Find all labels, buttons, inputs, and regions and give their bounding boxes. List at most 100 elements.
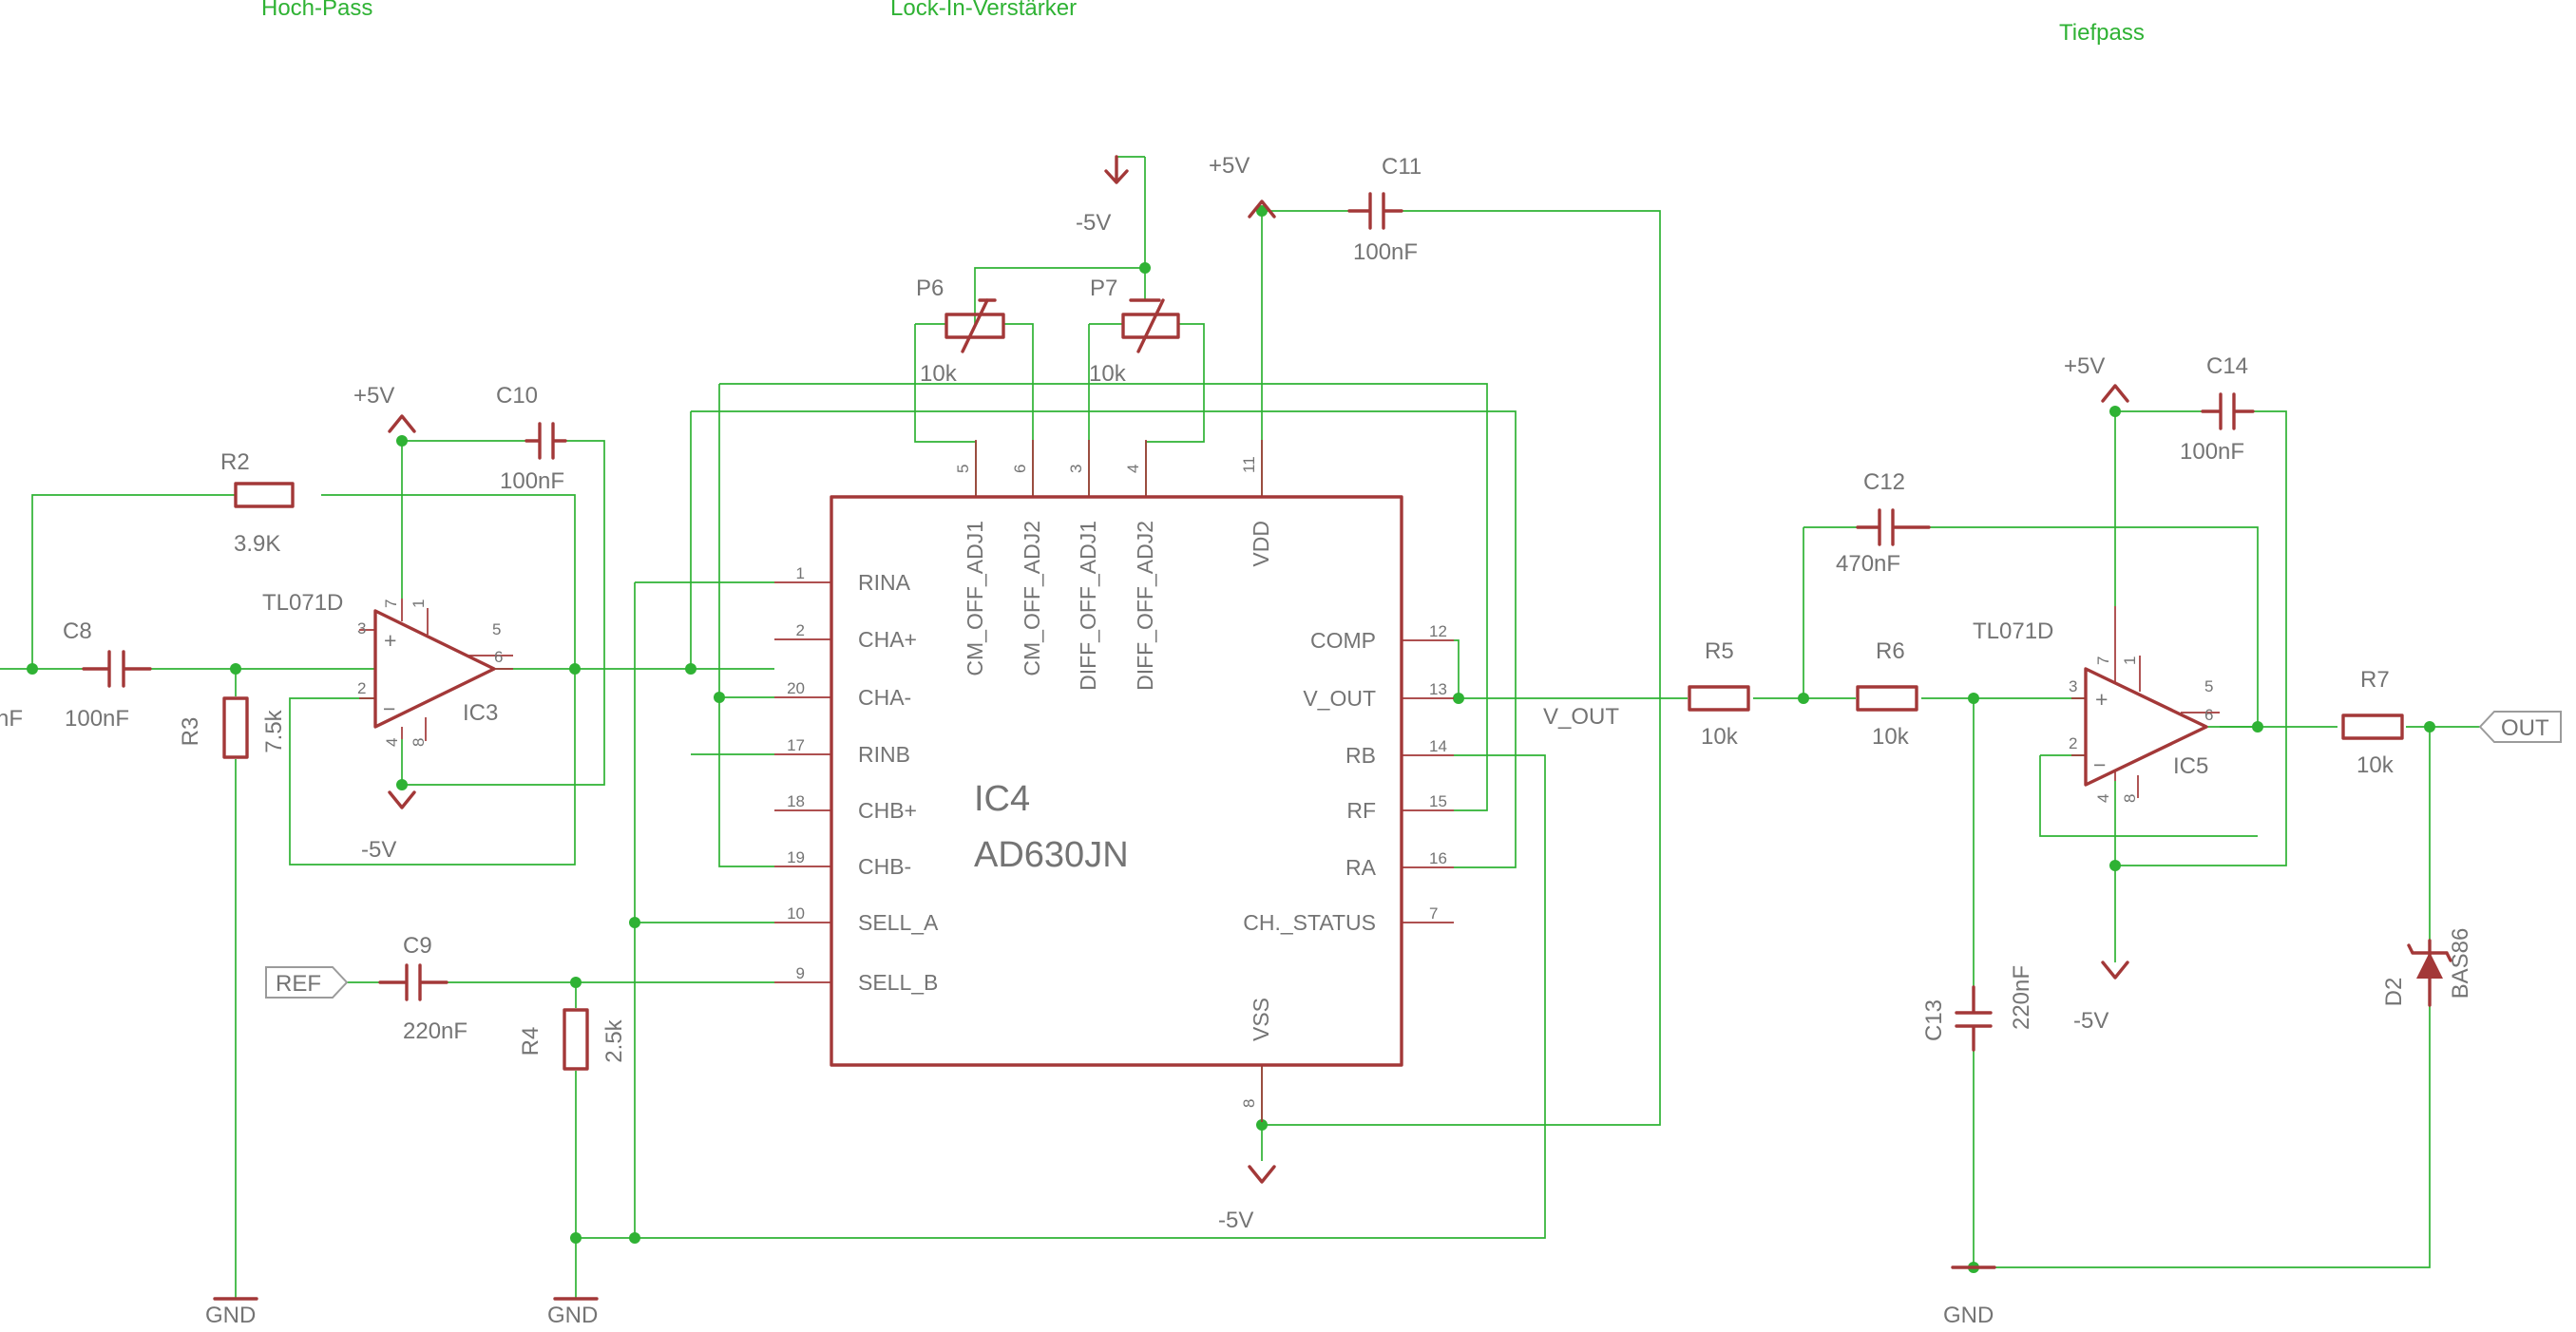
ic4-supply-neg-label: -5V: [1218, 1208, 1253, 1233]
r3-value: 7.5k: [261, 709, 287, 752]
ic3-value: TL071D: [262, 590, 343, 616]
ic3-pin-6: 6: [494, 648, 503, 666]
ic4-supply-pos: +5V: [1209, 153, 1276, 219]
ic5-pin-4: 4: [2094, 794, 2112, 803]
ic4-pin-name-cm-off-adj2: CM_OFF_ADJ2: [1020, 521, 1044, 676]
ic4-pin-num-10: 10: [787, 904, 805, 923]
c8-name: C8: [63, 618, 92, 644]
ic4-pin-name-chb-minus: CHB-: [858, 854, 911, 879]
net-label-v-out: V_OUT: [1543, 704, 1619, 730]
out-port-label: OUT: [2501, 715, 2549, 741]
ic5-pin-3: 3: [2069, 677, 2077, 695]
potentiometer-p6: P6 10k: [916, 276, 1005, 387]
ic4-ad630: IC4 AD630JN 1 RINA 2 CHA+ 20 CHA- 17 RIN…: [774, 440, 1454, 1122]
ic4-pin-name-rb: RB: [1345, 743, 1376, 768]
ic4-pin-num-15: 15: [1429, 792, 1447, 810]
ic3-pin-4: 4: [383, 738, 401, 747]
r5-value: 10k: [1701, 724, 1739, 750]
ic5-pin-5: 5: [2204, 677, 2213, 695]
ic3-name: IC3: [463, 700, 498, 726]
ic4-pin-num-4: 4: [1124, 465, 1142, 473]
pots-supply-neg: -5V: [1076, 155, 1129, 236]
resistor-r2: R2 3.9K: [220, 449, 295, 557]
p7-name: P7: [1090, 276, 1117, 301]
capacitor-c12: C12 470nF: [1836, 469, 1931, 577]
r4-name: R4: [518, 1027, 544, 1056]
c9-name: C9: [403, 933, 432, 959]
c14-value: 100nF: [2180, 439, 2244, 465]
ic4-pin-name-vss: VSS: [1249, 998, 1273, 1041]
ground-c13: GND: [1943, 1265, 1996, 1328]
ic4-pin-name-cm-off-adj1: CM_OFF_ADJ1: [963, 521, 987, 676]
ic5-pin-1: 1: [2121, 656, 2139, 665]
ic4-pin-name-vdd: VDD: [1249, 521, 1273, 567]
wires: [0, 156, 2480, 1299]
ic4-pin-num-13: 13: [1429, 680, 1447, 698]
ic4-pin-num-20: 20: [787, 679, 805, 697]
ic4-pin-name-ch-status: CH._STATUS: [1243, 910, 1376, 935]
r7-name: R7: [2360, 667, 2390, 693]
ic4-pin-num-12: 12: [1429, 622, 1447, 640]
ic4-pin-name-diff-off-adj2: DIFF_OFF_ADJ2: [1133, 521, 1157, 691]
ic4-pin-num-18: 18: [787, 792, 805, 810]
ref-port-label: REF: [276, 971, 321, 997]
ic3-pin-5: 5: [492, 620, 501, 638]
ground-c13-label: GND: [1943, 1303, 1994, 1328]
ic5-pin-6: 6: [2204, 706, 2213, 724]
ic3-pin-1: 1: [410, 599, 428, 608]
ic5-pin-2: 2: [2069, 734, 2077, 752]
ic3-plus-sign: +: [384, 628, 396, 653]
out-port: OUT: [2478, 711, 2562, 743]
ic4-pin-name-comp: COMP: [1310, 628, 1376, 653]
ic4-name: IC4: [974, 779, 1030, 819]
ic4-pin-name-sell-a: SELL_A: [858, 910, 939, 935]
ic5-pin-7: 7: [2094, 656, 2112, 665]
ic4-pin-name-rina: RINA: [858, 570, 911, 595]
ic4-pin-num-6: 6: [1011, 465, 1029, 473]
ic5-pin-8: 8: [2121, 794, 2139, 803]
ic4-pin-name-ra: RA: [1345, 855, 1377, 880]
capacitor-c8: C8 100nF: [63, 618, 152, 732]
ic4-pin-num-11: 11: [1240, 456, 1258, 473]
ic4-pin-num-8: 8: [1240, 1099, 1258, 1108]
ic4-pin-name-rf: RF: [1346, 798, 1376, 823]
left-edge-value: nF: [0, 706, 23, 732]
d2-name: D2: [2381, 978, 2407, 1007]
capacitor-c9: C9 220nF: [378, 933, 467, 1044]
p7-value: 10k: [1089, 361, 1127, 387]
resistor-r6: R6 10k: [1856, 638, 1918, 750]
ground-r4: GND: [547, 1297, 599, 1328]
ground-r3-label: GND: [205, 1303, 256, 1328]
r5-name: R5: [1705, 638, 1734, 664]
resistor-r4: R4 2.5k: [518, 1008, 627, 1071]
resistor-r5: R5 10k: [1688, 638, 1750, 750]
ic3-supply-pos-label: +5V: [353, 383, 394, 409]
ic5-value: TL071D: [1973, 618, 2053, 644]
c13-value: 220nF: [2009, 965, 2034, 1030]
opamp-ic3: + − 3 2 7 1 5 6 4 8 TL071D IC3: [262, 590, 513, 747]
c12-value: 470nF: [1836, 551, 1900, 577]
r7-value: 10k: [2357, 752, 2395, 778]
section-title-lowpass: Tiefpass: [2059, 20, 2145, 46]
ic4-value: AD630JN: [974, 835, 1129, 875]
ic3-pin-7: 7: [382, 599, 400, 608]
opamp-ic5: + − 3 2 7 1 5 6 4 8 TL071D IC5: [1973, 606, 2220, 803]
section-title-highpass: Hoch-Pass: [261, 0, 372, 21]
ic5-plus-sign: +: [2095, 687, 2108, 712]
potentiometer-p7: P7 10k: [1089, 276, 1180, 387]
ic4-pin-name-diff-off-adj1: DIFF_OFF_ADJ1: [1076, 521, 1100, 691]
capacitor-c11: C11 100nF: [1347, 154, 1422, 265]
ic5-supply-pos-label: +5V: [2064, 353, 2105, 379]
r3-name: R3: [178, 717, 203, 747]
c13-name: C13: [1921, 999, 1947, 1041]
c9-value: 220nF: [403, 1018, 467, 1044]
ic4-pin-name-rinb: RINB: [858, 742, 910, 767]
r2-name: R2: [220, 449, 250, 475]
d2-value: BAS86: [2448, 928, 2473, 999]
ground-r4-label: GND: [547, 1303, 598, 1328]
p6-name: P6: [916, 276, 944, 301]
resistor-r3: R3 7.5k: [178, 696, 287, 759]
ic4-pin-num-16: 16: [1429, 849, 1447, 867]
c14-name: C14: [2206, 353, 2248, 379]
